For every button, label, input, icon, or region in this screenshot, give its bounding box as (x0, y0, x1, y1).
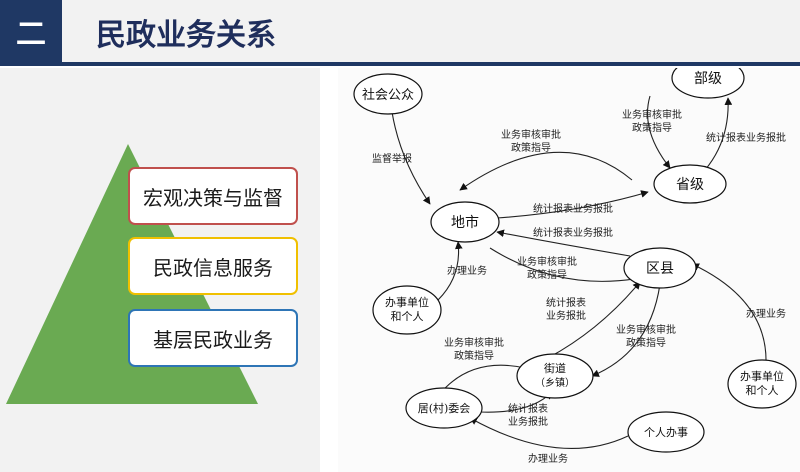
header-divider (0, 62, 800, 66)
edge-province-city-approval (459, 151, 633, 191)
node-ministry-label: 部级 (694, 71, 722, 87)
relationship-diagram: 社会公众 部级 省级 地市 区县 办事单位 和个人 街道 （乡镇） 办事单位 和… (338, 68, 800, 472)
node-public-label: 社会公众 (362, 87, 414, 103)
edge-label-city-province-2: 政策指导 (511, 141, 551, 154)
node-unit-left-label-2: 和个人 (391, 310, 424, 323)
edge-label-city-county-2: 政策指导 (527, 268, 567, 281)
node-village (405, 387, 483, 429)
pyramid-panel: 宏观决策与监督 民政信息服务 基层民政业务 (0, 68, 320, 472)
node-unit-right-label-1: 办事单位 (740, 369, 784, 383)
node-city (430, 201, 500, 243)
node-province (653, 164, 727, 204)
edge-label-ministry-province-1: 业务审核审批 (622, 108, 682, 121)
edge-label-village-street-2: 业务报批 (508, 415, 548, 428)
tier-grassroots: 基层民政业务 (128, 309, 298, 367)
node-public (353, 73, 423, 115)
edge-label-handle-bottom: 办理业务 (528, 452, 568, 465)
edge-label-stat-city-b: 统计报表业务报批 (533, 226, 613, 239)
edge-label-county-street-2: 政策指导 (626, 336, 666, 349)
edge-personal-village (469, 417, 629, 449)
edge-label-street-county-1: 统计报表 (546, 296, 586, 309)
edge-label-ministry-province-2: 政策指导 (632, 121, 672, 134)
edge-ministry-province (646, 95, 671, 169)
edge-province-ministry (704, 97, 733, 171)
diagram-canvas: 社会公众 部级 省级 地市 区县 办事单位 和个人 街道 （乡镇） 办事单位 和… (353, 68, 797, 465)
edge-unit-county (691, 263, 767, 365)
edge-unit-city (437, 241, 463, 301)
node-county-label: 区县 (646, 261, 674, 277)
node-unit-right-label-2: 和个人 (746, 384, 779, 397)
node-street-label-1: 街道 (544, 361, 566, 375)
node-ministry (671, 68, 745, 99)
edge-county-city-stat (496, 229, 631, 257)
node-personal (627, 411, 705, 453)
edge-public-city (391, 111, 431, 205)
node-unit-left-label-1: 办事单位 (385, 295, 429, 309)
edge-city-province-stat (496, 190, 649, 219)
edge-label-county-street-1: 业务审核审批 (616, 323, 676, 336)
edge-label-handle-left: 办理业务 (447, 264, 487, 277)
edge-label-city-province-1: 业务审核审批 (501, 128, 561, 141)
slide-header: 二 民政业务关系 (0, 0, 800, 62)
edge-street-county (547, 281, 641, 359)
node-street (516, 353, 594, 399)
edge-label-street-village-1: 业务审核审批 (444, 336, 504, 349)
edge-city-county-approval (489, 247, 641, 283)
slide-title: 民政业务关系 (96, 18, 276, 53)
node-village-label: 居(村)委会 (418, 401, 471, 415)
node-unit-right (727, 359, 797, 409)
tier-info-service: 民政信息服务 (128, 237, 298, 295)
edge-label-street-county-2: 业务报批 (546, 309, 586, 322)
node-county (623, 247, 697, 289)
edge-label-supervise: 监督举报 (372, 152, 412, 165)
node-province-label: 省级 (676, 177, 704, 193)
node-city-label: 地市 (451, 214, 479, 231)
edge-label-stat-upper: 统计报表业务报批 (706, 131, 786, 144)
tier-macro-decision: 宏观决策与监督 (128, 167, 298, 225)
edge-label-city-county-1: 业务审核审批 (517, 255, 577, 268)
edge-label-handle-right: 办理业务 (746, 307, 786, 320)
edge-county-street (591, 283, 661, 377)
node-unit-left (372, 285, 442, 335)
node-street-label-2: （乡镇） (535, 376, 575, 389)
node-personal-label: 个人办事 (644, 426, 688, 439)
section-number-badge: 二 (0, 0, 62, 62)
edge-label-street-village-2: 政策指导 (454, 349, 494, 362)
edge-label-stat-city-a: 统计报表业务报批 (533, 202, 613, 215)
edge-label-village-street-1: 统计报表 (508, 402, 548, 415)
